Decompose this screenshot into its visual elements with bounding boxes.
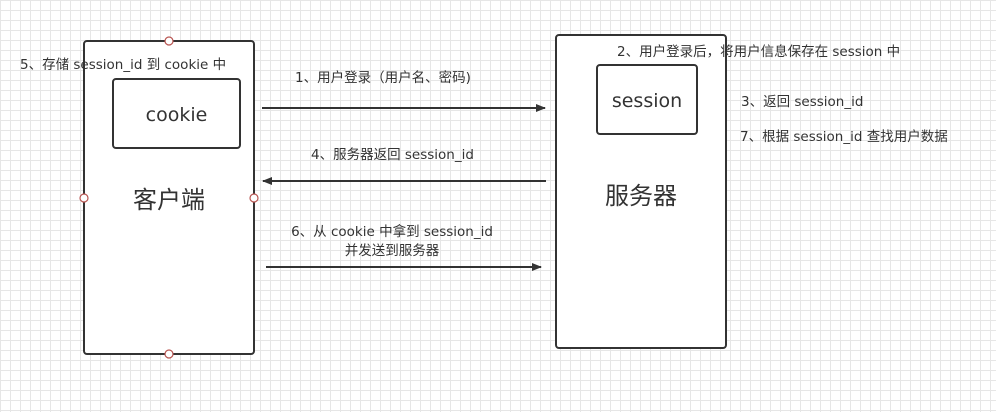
step-2-label: 2、用户登录后，将用户信息保存在 session 中 <box>617 43 900 60</box>
step-7-label: 7、根据 session_id 查找用户数据 <box>740 128 948 145</box>
step-6-label-line2: 并发送到服务器 <box>345 243 440 259</box>
handle-left[interactable] <box>79 193 89 203</box>
client-title: 客户端 <box>133 186 205 214</box>
step-5-label: 5、存储 session_id 到 cookie 中 <box>20 57 226 73</box>
handle-right[interactable] <box>249 193 259 203</box>
step-4-label: 4、服务器返回 session_id <box>311 147 474 163</box>
step-1-label: 1、用户登录（用户名、密码) <box>295 69 471 86</box>
handle-bottom[interactable] <box>164 349 174 359</box>
server-title: 服务器 <box>605 182 677 210</box>
cookie-box[interactable]: cookie <box>112 78 241 149</box>
step-3-label: 3、返回 session_id <box>741 94 863 110</box>
session-box[interactable]: session <box>596 64 698 135</box>
handle-top[interactable] <box>164 36 174 46</box>
session-label: session <box>612 90 682 112</box>
client-selection-handles[interactable] <box>79 36 259 359</box>
step-6-label-line1: 6、从 cookie 中拿到 session_id <box>291 223 493 240</box>
cookie-label: cookie <box>146 104 208 126</box>
